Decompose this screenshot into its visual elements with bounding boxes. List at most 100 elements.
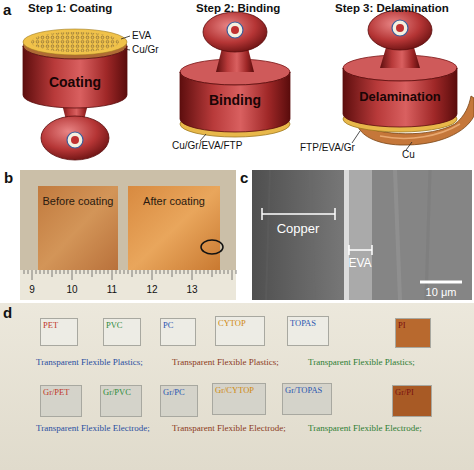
sample-film: CYTOP [215, 316, 265, 346]
ruler-tick [228, 270, 229, 274]
sample-label: Gr/CYTOP [213, 384, 265, 397]
leader-line [121, 36, 130, 39]
stamp-handle [41, 116, 109, 160]
leader-line [200, 134, 206, 141]
ruler-number: 9 [29, 285, 35, 295]
stamp-logo [227, 22, 243, 38]
photo-caption: Before coating [43, 196, 114, 207]
ruler-ticks [24, 270, 236, 280]
panel-letter: d [3, 305, 12, 320]
thickness-bar [371, 245, 373, 255]
ruler-tick [120, 270, 121, 274]
stamp-handle [368, 10, 432, 50]
photo-caption: After coating [143, 196, 205, 207]
ruler-tick [32, 270, 33, 280]
ruler-tick [208, 270, 209, 274]
stamp-label: Delamination [343, 90, 457, 103]
ruler-tick [180, 270, 181, 274]
interface-edge [344, 170, 349, 300]
layer-label: Cu [402, 150, 415, 160]
ruler-tick [232, 270, 233, 280]
ruler-tick [44, 270, 45, 274]
ruler-tick [104, 270, 105, 274]
ruler-tick [52, 270, 53, 277]
copper-foil [38, 186, 118, 272]
sample-caption: Transparent Flexible Plastics; [172, 358, 279, 367]
ruler-tick [72, 270, 73, 280]
ruler-tick [204, 270, 205, 274]
ruler-tick [88, 270, 89, 274]
layer-label: Cu/Gr [132, 45, 159, 55]
ruler-number: 12 [146, 285, 157, 295]
ruler-tick [172, 270, 173, 277]
ruler-number: 10 [66, 285, 77, 295]
sample-film: PC [160, 318, 196, 346]
sample-film: Gr/PVC [100, 385, 142, 417]
sample-film: Gr/CYTOP [212, 383, 266, 415]
sample-film: Gr/PC [160, 385, 198, 417]
ruler-tick [184, 270, 185, 274]
ruler-tick [40, 270, 41, 274]
stamp-body: Delamination [343, 55, 457, 127]
ruler-number: 13 [186, 285, 197, 295]
sample-caption: Transparent Flexible Electrode; [172, 424, 286, 433]
ruler-tick [56, 270, 57, 274]
stamp-outline [23, 33, 127, 108]
layer-label: Cu/Gr/EVA/FTP [172, 141, 242, 151]
layer-label: EVA [132, 31, 151, 41]
ruler-tick [144, 270, 145, 274]
ruler-tick [160, 270, 161, 274]
thickness-bar [348, 245, 350, 255]
stamp-logo [67, 132, 83, 148]
ruler-tick [76, 270, 77, 274]
step-title: Step 1: Coating [28, 3, 112, 15]
photo-background [20, 170, 236, 300]
ruler-tick [112, 270, 113, 280]
step-title: Step 3: Delamination [335, 3, 449, 15]
sample-label: Gr/PC [161, 386, 197, 399]
ruler-tick [224, 270, 225, 274]
ruler-tick [196, 270, 197, 274]
paper-background [0, 303, 474, 470]
panel-letter: c [240, 170, 248, 185]
eva-layer [23, 29, 127, 55]
stamp-body: Coating [23, 33, 127, 108]
stamp-logo [396, 24, 404, 32]
panel-letter: a [3, 2, 11, 17]
sample-label: TOPAS [288, 317, 328, 330]
ruler-tick [36, 270, 37, 274]
stamp-logo [392, 20, 408, 36]
ruler-tick [140, 270, 141, 274]
eva-region [349, 170, 372, 300]
ruler-tick [128, 270, 129, 274]
panel-letter: b [4, 170, 13, 185]
ruler-tick [192, 270, 193, 280]
sample-label: Gr/PI [393, 386, 431, 399]
ruler-tick [164, 270, 165, 274]
ruler-tick [136, 270, 137, 274]
ruler-tick [236, 270, 237, 274]
stamp-label: Binding [180, 93, 290, 107]
ruler-tick [200, 270, 201, 274]
sem-label: EVA [348, 257, 371, 269]
ruler-tick [100, 270, 101, 274]
sample-label: PI [396, 319, 430, 332]
stamp-label: Coating [23, 75, 127, 89]
scale-label: 10 μm [426, 287, 457, 298]
sample-film: PI [395, 318, 431, 348]
ruler-tick [28, 270, 29, 274]
step-title: Step 2: Binding [196, 3, 280, 15]
sem-texture [266, 170, 270, 300]
sem-texture [310, 170, 314, 300]
sample-caption: Transparent Flexible Plastics; [308, 358, 415, 367]
coated-foil [128, 186, 220, 272]
thickness-bar [261, 208, 263, 220]
sem-texture [395, 170, 400, 300]
ruler-tick [132, 270, 133, 277]
thickness-bar [262, 213, 335, 215]
ruler-number: 11 [107, 285, 117, 295]
sample-label: Gr/PVC [101, 386, 141, 399]
ruler-tick [152, 270, 153, 280]
graphene-pattern [31, 32, 119, 52]
